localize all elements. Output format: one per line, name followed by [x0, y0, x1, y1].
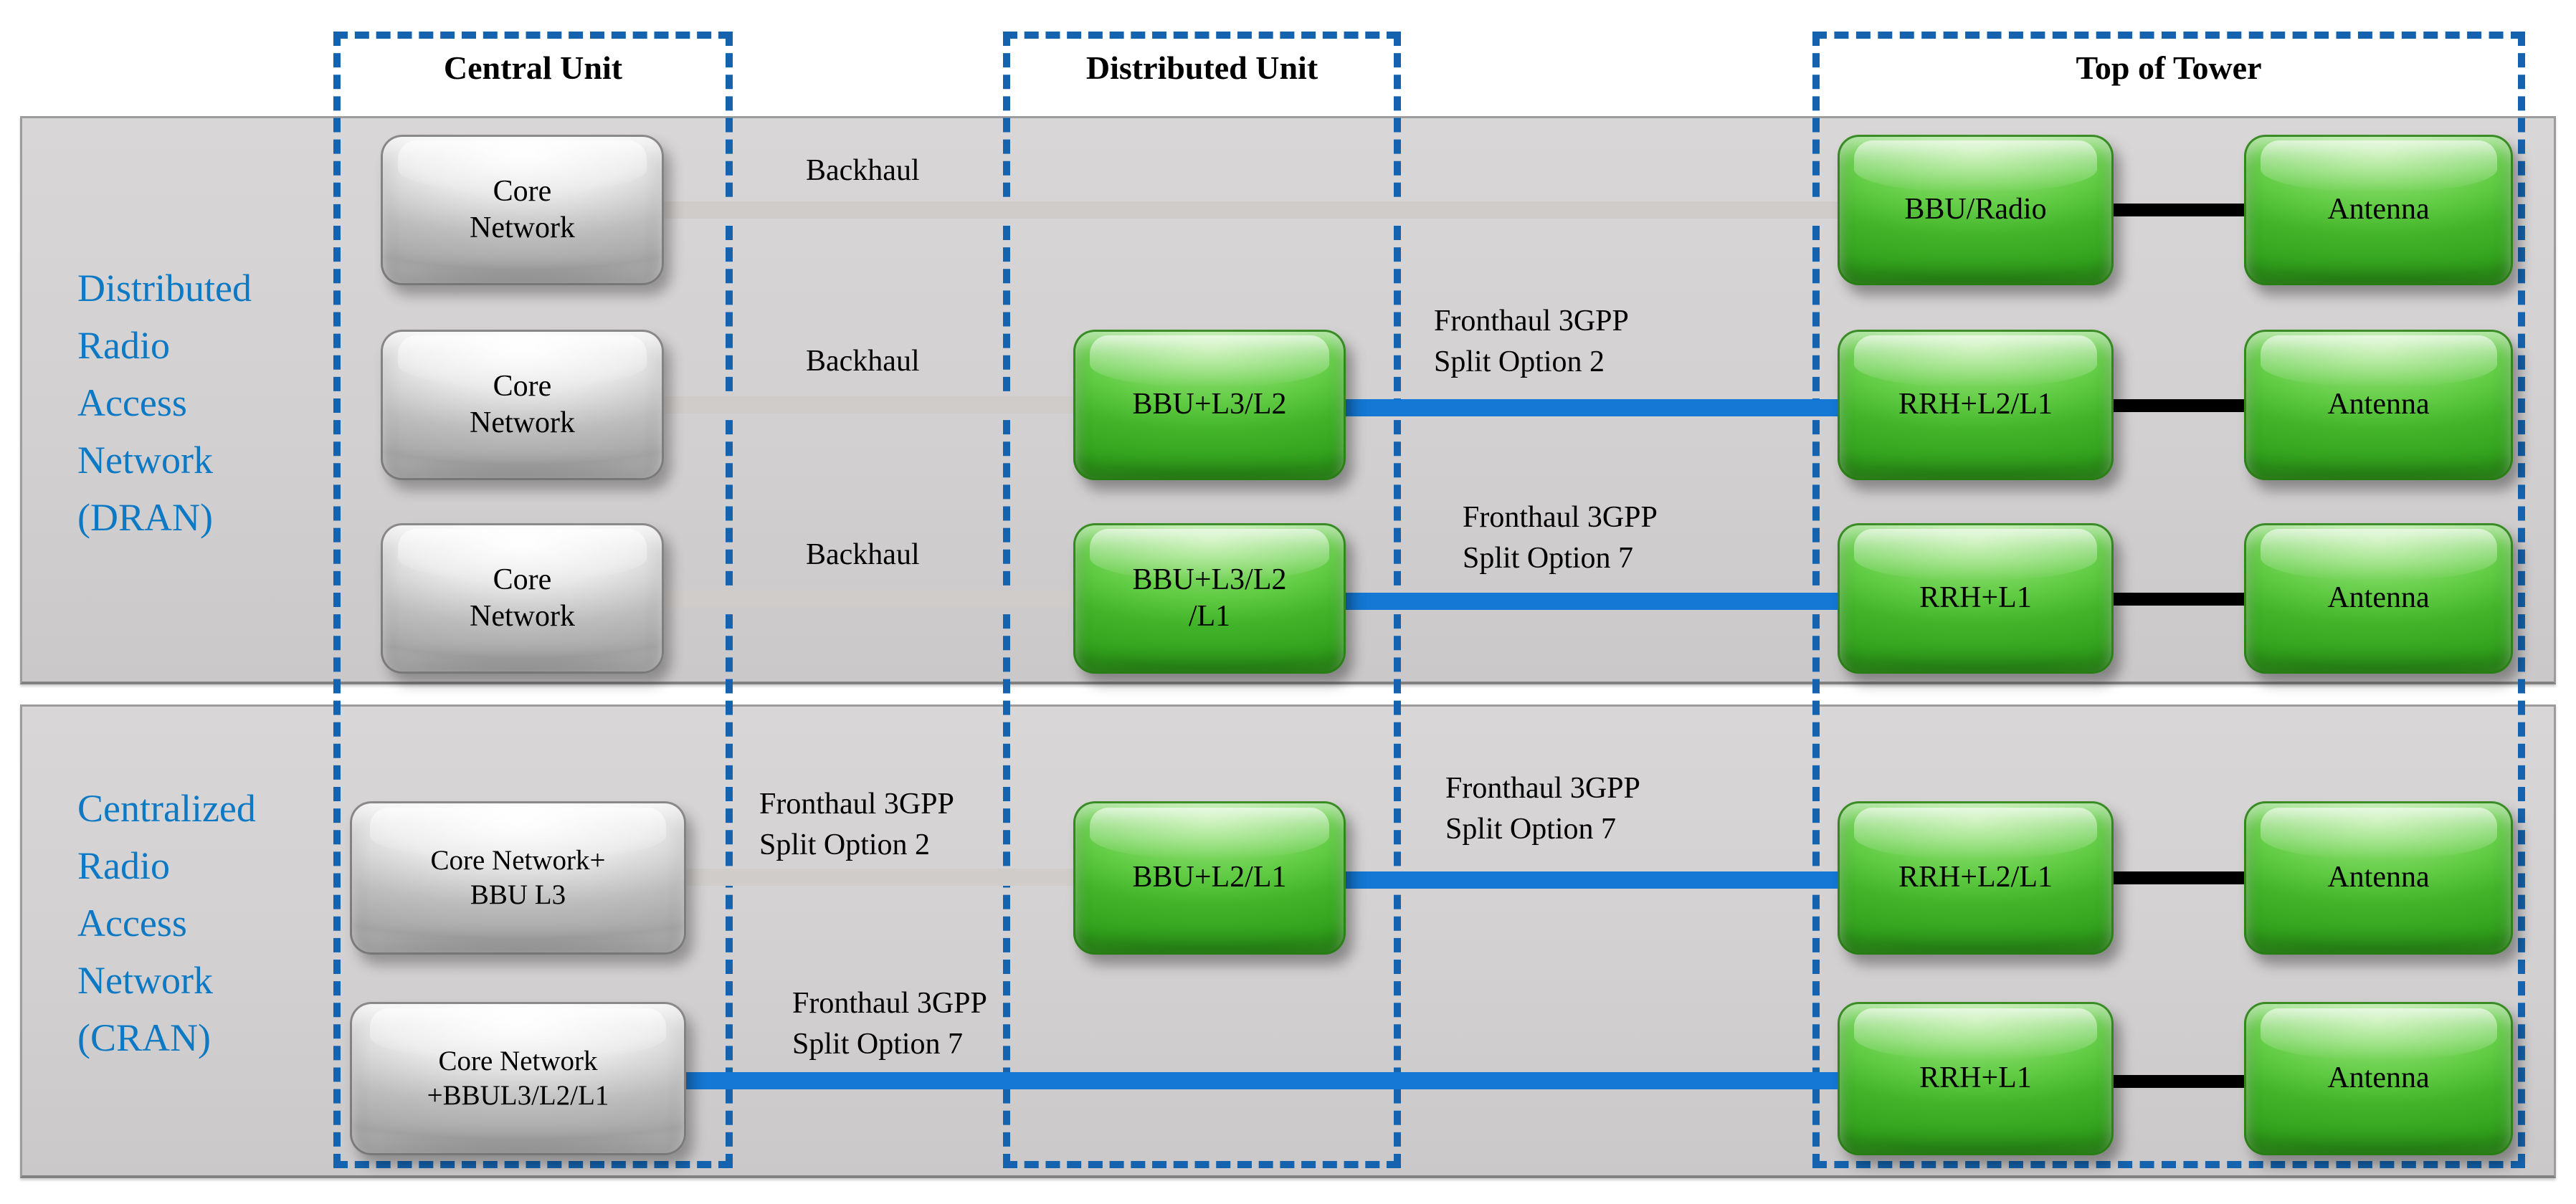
dran-row2-bbu-box: BBU+L3/L2 — [1073, 330, 1346, 480]
distributed-unit-header: Distributed Unit — [1085, 49, 1318, 86]
box-label-line: Core Network — [438, 1046, 598, 1077]
cran-row1-fronthaul-label-left: Fronthaul 3GPP Split Option 2 — [759, 784, 954, 866]
cran-row1-fronthaul-line-right — [1346, 871, 1838, 889]
dran-row2-rrh-box: RRH+L2/L1 — [1838, 330, 2114, 480]
central-unit-header: Central Unit — [443, 49, 623, 86]
cran-row1-rrh-box: RRH+L2/L1 — [1838, 801, 2114, 955]
label-line: Split Option 7 — [1463, 542, 1634, 575]
box-label-line: /L1 — [1188, 600, 1231, 633]
box-label-line: BBU+L3/L2 — [1132, 563, 1287, 596]
dran-row1-backhaul-line — [664, 201, 1842, 219]
cran-row2-antenna-box: Antenna — [2244, 1002, 2513, 1155]
box-label-line: Core — [493, 563, 552, 596]
dran-row2-backhaul-line — [664, 396, 1073, 414]
cran-row1-tower-link-line — [2114, 871, 2244, 884]
side-label-line: Network — [77, 439, 213, 482]
box-label-line: Antenna — [2327, 861, 2430, 894]
box-label-line: BBU L3 — [470, 879, 566, 910]
box-label-line: Core — [493, 174, 552, 208]
dran-row2-tower-link-line — [2114, 399, 2244, 412]
cran-row2-tower-link-line — [2114, 1075, 2244, 1088]
dran-row3-tower-link-line — [2114, 593, 2244, 606]
box-label-line: Antenna — [2327, 1061, 2430, 1095]
side-label-line: Radio — [77, 324, 170, 367]
side-label-line: Access — [77, 381, 187, 424]
dran-row1-antenna-box: Antenna — [2244, 135, 2513, 285]
dran-row3-backhaul-line — [664, 590, 1073, 607]
label-line: Fronthaul 3GPP — [1445, 772, 1640, 805]
label-line: Fronthaul 3GPP — [759, 788, 954, 821]
label-line: Split Option 7 — [1445, 813, 1617, 846]
side-label-line: Centralized — [77, 787, 256, 830]
cran-row1-fronthaul-label-right: Fronthaul 3GPP Split Option 7 — [1445, 768, 1640, 850]
dran-row3-rrh-box: RRH+L1 — [1838, 523, 2114, 674]
box-label-line: RRH+L2/L1 — [1898, 861, 2053, 894]
side-label-line: Network — [77, 959, 213, 1002]
side-label-line: (CRAN) — [77, 1016, 211, 1059]
dran-row3-fronthaul-line — [1346, 593, 1838, 610]
box-label-line: RRH+L1 — [1919, 581, 2032, 615]
dran-row3-antenna-box: Antenna — [2244, 523, 2513, 674]
cran-row2-rrh-box: RRH+L1 — [1838, 1002, 2114, 1155]
box-label-line: Network — [470, 406, 575, 439]
box-label-line: Core — [493, 369, 552, 403]
label-line: Fronthaul 3GPP — [1434, 305, 1629, 338]
dran-row1-core-network-box: Core Network — [381, 135, 664, 285]
box-label-line: Antenna — [2327, 388, 2430, 421]
dran-row3-core-network-box: Core Network — [381, 523, 664, 674]
box-label-line: Network — [470, 600, 575, 633]
side-label-line: Distributed — [77, 267, 252, 310]
dran-row3-backhaul-label: Backhaul — [806, 538, 920, 571]
box-label-line: Core Network+ — [430, 845, 606, 876]
cran-row1-bbu-box: BBU+L2/L1 — [1073, 801, 1346, 955]
box-label-line: RRH+L1 — [1919, 1061, 2032, 1095]
top-of-tower-header: Top of Tower — [2076, 49, 2262, 86]
dran-row2-backhaul-label: Backhaul — [806, 345, 920, 378]
dran-row2-fronthaul-line — [1346, 399, 1838, 416]
box-label-line: Antenna — [2327, 581, 2430, 615]
cran-row2-fronthaul-line — [686, 1072, 1838, 1089]
label-line: Split Option 2 — [1434, 345, 1605, 378]
label-line: Split Option 7 — [792, 1028, 964, 1061]
dran-row1-backhaul-label: Backhaul — [806, 154, 920, 187]
cran-side-label: Centralized Radio Access Network (CRAN) — [77, 780, 256, 1066]
box-label-line: BBU/Radio — [1904, 193, 2047, 226]
cran-row1-fronthaul-line-left — [686, 869, 1073, 886]
cran-row1-core-network-box: Core Network+ BBU L3 — [350, 801, 686, 955]
box-label-line: RRH+L2/L1 — [1898, 388, 2053, 421]
cran-row1-antenna-box: Antenna — [2244, 801, 2513, 955]
cran-row2-fronthaul-label: Fronthaul 3GPP Split Option 7 — [792, 983, 987, 1065]
box-label-line: BBU+L3/L2 — [1132, 388, 1287, 421]
box-label-line: BBU+L2/L1 — [1132, 861, 1287, 894]
side-label-line: Access — [77, 902, 187, 945]
dran-row1-bbu-radio-box: BBU/Radio — [1838, 135, 2114, 285]
dran-row3-bbu-box: BBU+L3/L2 /L1 — [1073, 523, 1346, 674]
dran-row1-tower-link-line — [2114, 204, 2244, 216]
dran-row2-antenna-box: Antenna — [2244, 330, 2513, 480]
box-label-line: +BBUL3/L2/L1 — [427, 1080, 609, 1111]
label-line: Split Option 2 — [759, 828, 931, 861]
side-label-line: (DRAN) — [77, 496, 213, 539]
dran-row3-fronthaul-label: Fronthaul 3GPP Split Option 7 — [1463, 497, 1658, 579]
label-line: Fronthaul 3GPP — [792, 987, 987, 1020]
side-label-line: Radio — [77, 844, 170, 887]
box-label-line: Network — [470, 211, 575, 244]
cran-row2-core-network-box: Core Network +BBUL3/L2/L1 — [350, 1002, 686, 1155]
box-label-line: Antenna — [2327, 193, 2430, 226]
dran-side-label: Distributed Radio Access Network (DRAN) — [77, 259, 252, 546]
dran-row2-core-network-box: Core Network — [381, 330, 664, 480]
label-line: Fronthaul 3GPP — [1463, 501, 1658, 534]
dran-row2-fronthaul-label: Fronthaul 3GPP Split Option 2 — [1434, 301, 1629, 383]
